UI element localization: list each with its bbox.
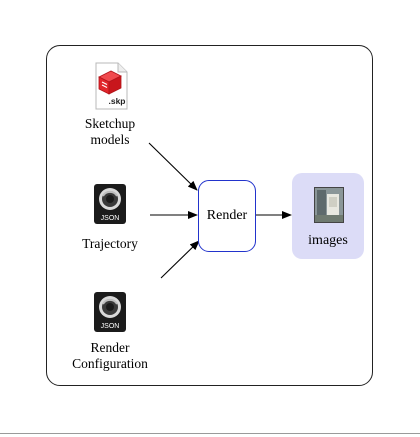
json-file-icon: JSON (94, 292, 126, 332)
node-sketchup-models: .skp Sketchup models (70, 62, 150, 148)
svg-text:.skp: .skp (108, 96, 125, 106)
trajectory-label: Trajectory (82, 236, 138, 251)
json-file-icon: JSON (94, 184, 126, 224)
render-config-label-line2: Configuration (72, 356, 148, 371)
sketchup-label-line1: Sketchup (84, 116, 136, 131)
skp-file-icon: .skp (95, 62, 128, 110)
bottom-divider (0, 433, 420, 434)
image-thumbnail-icon (314, 187, 344, 223)
sketchup-label-line2: models (90, 132, 130, 147)
svg-text:JSON: JSON (101, 215, 120, 222)
render-config-label-line1: Render (90, 340, 130, 355)
node-render-configuration: JSON Render Configuration (62, 290, 158, 372)
render-label: Render (206, 208, 248, 223)
edge-sketchup-to-render (148, 142, 198, 191)
images-label: images (308, 233, 348, 248)
node-render: Render (198, 180, 256, 252)
svg-text:JSON: JSON (101, 323, 120, 330)
node-images: images (292, 173, 364, 259)
diagram-frame (46, 45, 373, 386)
edge-config-to-render (160, 240, 200, 279)
node-trajectory: JSON Trajectory (70, 182, 150, 252)
